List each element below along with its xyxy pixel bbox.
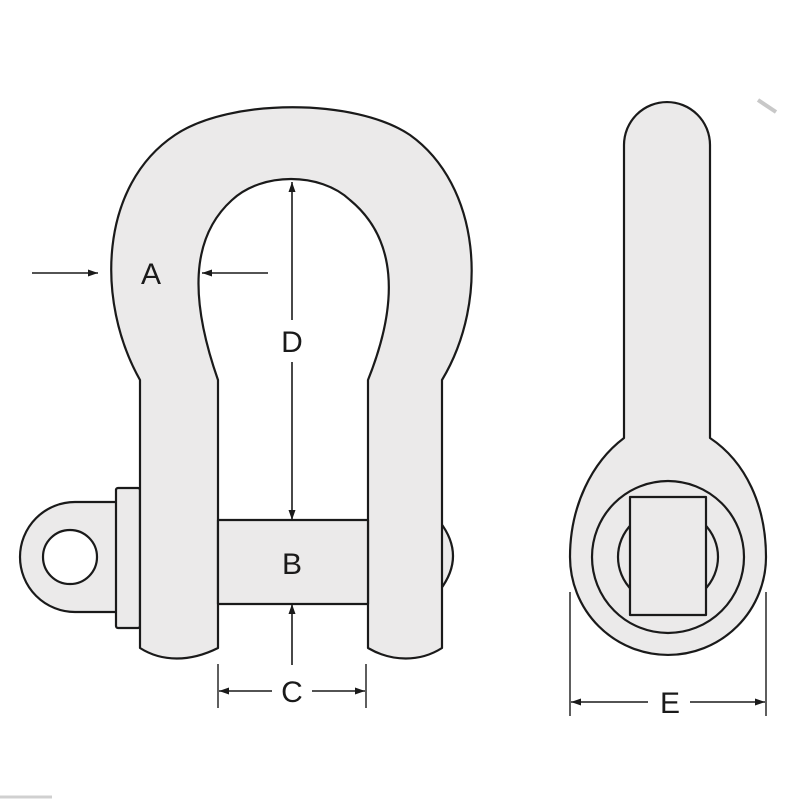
dimension-c: C [217,664,367,709]
pin-collar [114,486,142,630]
corner-mark-top-right [756,98,778,114]
dimension-b: B [282,548,302,665]
side-pin-head [628,495,708,617]
pin-eye-hole [41,528,99,586]
shackle-pin [216,518,370,606]
dimension-e-label: E [660,687,680,720]
dimension-c-label: C [281,676,303,709]
dimension-d-label: D [281,326,303,359]
shackle-side-view [568,100,768,657]
dimension-d: D [281,182,303,520]
dimension-b-label: B [282,548,302,581]
shackle-front-view [18,106,473,660]
dimension-e: E [569,592,767,720]
dimension-a: A [32,258,268,291]
dimension-a-label: A [141,258,161,291]
shackle-bow [110,106,473,660]
